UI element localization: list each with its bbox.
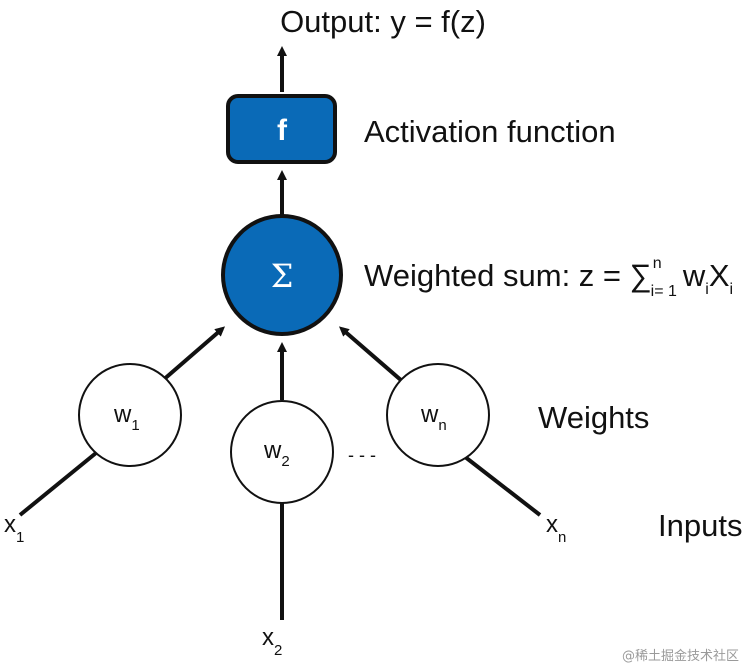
weights-label: Weights (538, 400, 649, 435)
weight-node-wn (386, 363, 490, 467)
activation-label: Activation function (364, 114, 616, 149)
input-label-x1: x1 (4, 511, 24, 546)
edge-x1-to-w1 (18, 451, 98, 517)
activation-node (226, 94, 337, 164)
weight-node-w1 (78, 363, 182, 467)
weight-node-w2 (230, 400, 334, 504)
sum-symbol: Σ (271, 257, 294, 295)
input-label-xn: xn (546, 511, 566, 546)
weight-label-wn: wn (420, 401, 447, 434)
input-label-x2: x2 (262, 624, 282, 659)
weight-label-w2: w2 (263, 437, 290, 470)
activation-symbol: f (277, 114, 288, 147)
weights-ellipsis: - - - (348, 445, 376, 465)
edge-w1-to-sum (160, 326, 226, 383)
watermark: @稀土掘金技术社区 (621, 649, 739, 664)
weight-label-w1: w1 (113, 401, 140, 434)
inputs-label: Inputs (658, 508, 742, 543)
sum-node (221, 214, 343, 336)
edge-wn-to-sum (338, 326, 404, 383)
output-label: Output: y = f(z) (280, 4, 486, 39)
edge-xn-to-wn (458, 451, 542, 517)
